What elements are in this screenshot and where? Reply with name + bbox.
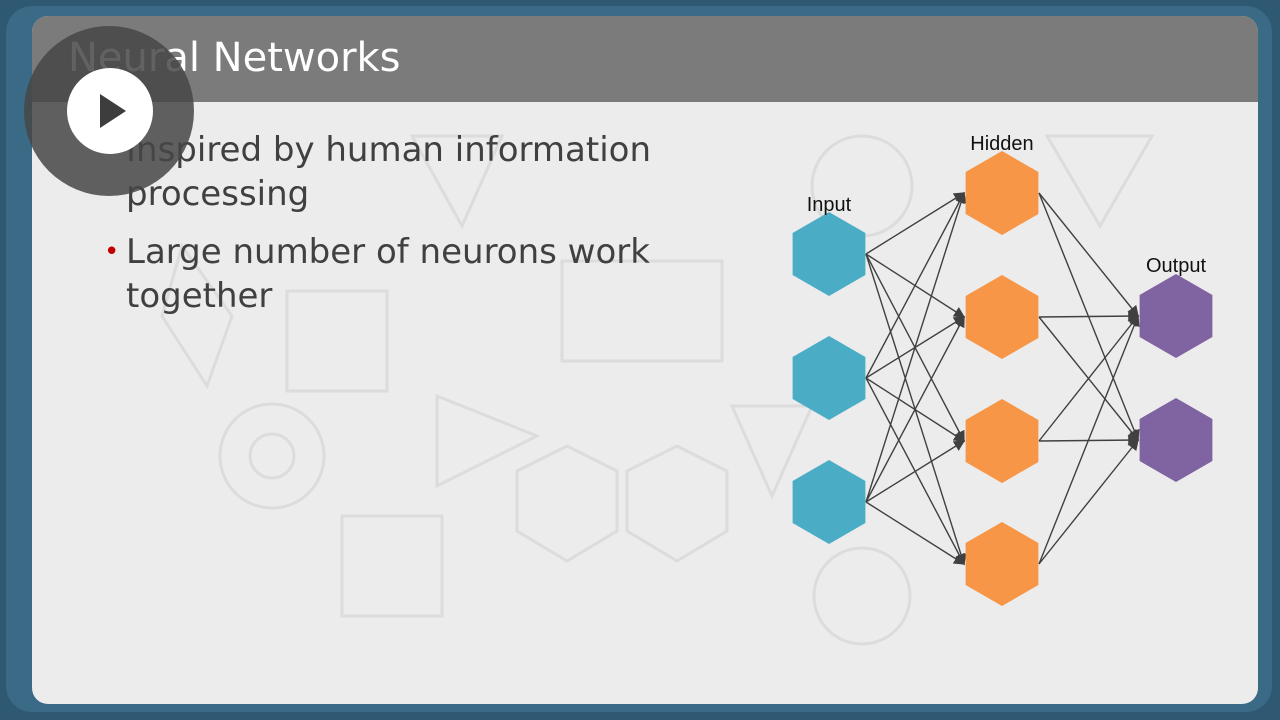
hidden-neuron (965, 275, 1039, 359)
bullet-dot: • (104, 237, 120, 267)
input-neuron (792, 460, 866, 544)
connection-arrow (865, 191, 965, 379)
connection-arrow (865, 501, 966, 565)
hidden-neuron (965, 522, 1039, 606)
hidden-neuron (965, 399, 1039, 483)
output-neuron (1139, 274, 1213, 358)
connection-arrow (1038, 438, 1139, 565)
connection-arrow (865, 440, 966, 503)
layer-label-output: Output (1146, 255, 1206, 277)
output-neuron (1139, 398, 1213, 482)
play-button-inner[interactable] (67, 68, 153, 154)
layer-label-input: Input (807, 194, 852, 216)
connection-arrow (865, 192, 966, 255)
layer-label-hidden: Hidden (970, 133, 1033, 155)
input-neuron (792, 212, 866, 296)
bullet-text: Large number of neurons work together (126, 232, 650, 316)
connection-arrow (865, 315, 965, 503)
hidden-neuron (965, 151, 1039, 235)
connection-arrow (1038, 192, 1139, 318)
connection-arrow (1038, 314, 1139, 442)
connection-arrow (1038, 310, 1140, 322)
bullet-item: • Large number of neurons work together (104, 230, 704, 318)
play-icon (100, 94, 126, 128)
connection-arrow (865, 191, 967, 503)
neural-network-diagram: Input Hidden Output (792, 133, 1213, 606)
input-neuron (792, 336, 866, 420)
play-button[interactable] (24, 26, 194, 196)
background-pattern (160, 134, 1155, 646)
slide: Neural Networks • Inspired by human info… (32, 16, 1258, 704)
connection-arrow (1038, 314, 1140, 565)
